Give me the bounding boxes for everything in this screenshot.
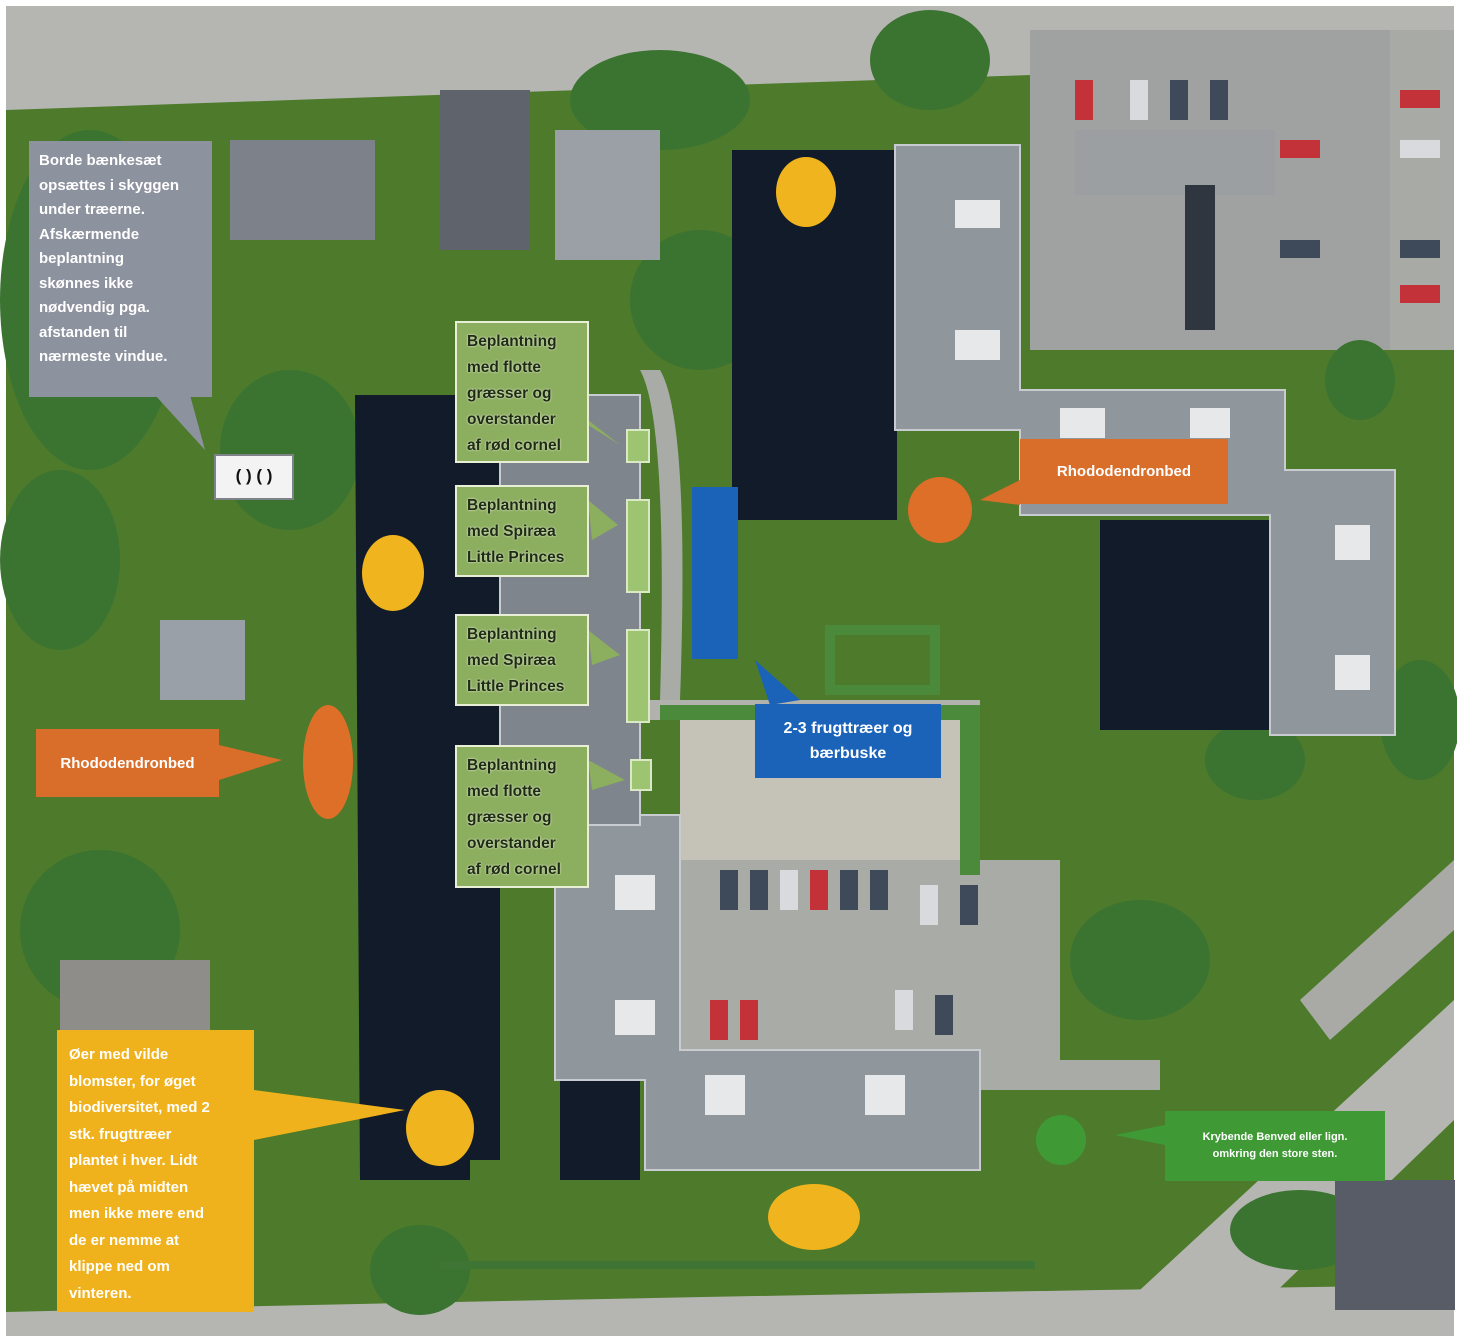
planting-callout-1: Beplantning med flotte græsser og overst…	[455, 321, 589, 463]
planting-strip-2	[626, 499, 650, 593]
planting-strip-3	[626, 629, 650, 723]
callout-pointers	[155, 395, 1165, 1145]
planting-callout-3-text: Beplantning med Spiræa Little Princes	[467, 626, 565, 695]
rhododendron-callout-left-text: Rhododendronbed	[60, 754, 195, 772]
wildflower-island-marker	[406, 1090, 474, 1166]
wildflower-island-marker	[768, 1184, 860, 1250]
rhododendron-callout-right: Rhododendronbed	[1020, 439, 1228, 504]
parked-cars	[710, 80, 1440, 1040]
rhododendron-callout-right-text: Rhododendronbed	[1056, 463, 1192, 480]
planting-strips	[626, 429, 652, 791]
creeping-shrub-callout-text: Krybende Benved eller lign. omkring den …	[1202, 1131, 1348, 1160]
roof-vents	[615, 200, 1370, 1115]
orange-marker-group	[303, 477, 972, 819]
rhododendron-callout-left: Rhododendronbed	[36, 729, 219, 797]
planting-callout-1-text: Beplantning med flotte græsser og overst…	[467, 333, 561, 454]
planting-callout-3: Beplantning med Spiræa Little Princes	[455, 614, 589, 706]
big-stone-marker	[1036, 1115, 1086, 1165]
bench-callout-text: Borde bænkesæt opsættes i skyggen under …	[39, 152, 180, 365]
planting-callout-2: Beplantning med Spiræa Little Princes	[455, 485, 589, 577]
planting-callout-2-text: Beplantning med Spiræa Little Princes	[467, 497, 565, 566]
yellow-marker-group	[362, 157, 860, 1250]
wildflower-callout-text: Øer med vilde blomster, for øget biodive…	[69, 1046, 210, 1302]
bench-callout: Borde bænkesæt opsættes i skyggen under …	[29, 141, 212, 397]
rhododendron-marker	[303, 705, 353, 819]
fruit-tree-area	[692, 487, 738, 659]
creeping-shrub-callout: Krybende Benved eller lign. omkring den …	[1165, 1111, 1385, 1181]
bench-symbol: ( ) ( )	[235, 466, 273, 485]
wildflower-island-marker	[362, 535, 424, 611]
planting-callout-4: Beplantning med flotte græsser og overst…	[455, 745, 589, 888]
wildflower-callout: Øer med vilde blomster, for øget biodive…	[57, 1030, 254, 1312]
wildflower-island-marker	[776, 157, 836, 227]
bench-symbol-box	[214, 454, 294, 500]
neighbour-houses	[60, 90, 1455, 1310]
planting-callout-4-text: Beplantning med flotte græsser og overst…	[467, 757, 561, 878]
fruit-tree-callout: 2-3 frugttræer og bærbuske	[755, 704, 941, 778]
planting-strip-4	[630, 759, 652, 791]
rhododendron-marker	[908, 477, 972, 543]
hedge-square	[825, 625, 940, 695]
planting-strip-1	[626, 429, 650, 463]
fruit-tree-callout-text: 2-3 frugttræer og bærbuske	[783, 720, 913, 762]
